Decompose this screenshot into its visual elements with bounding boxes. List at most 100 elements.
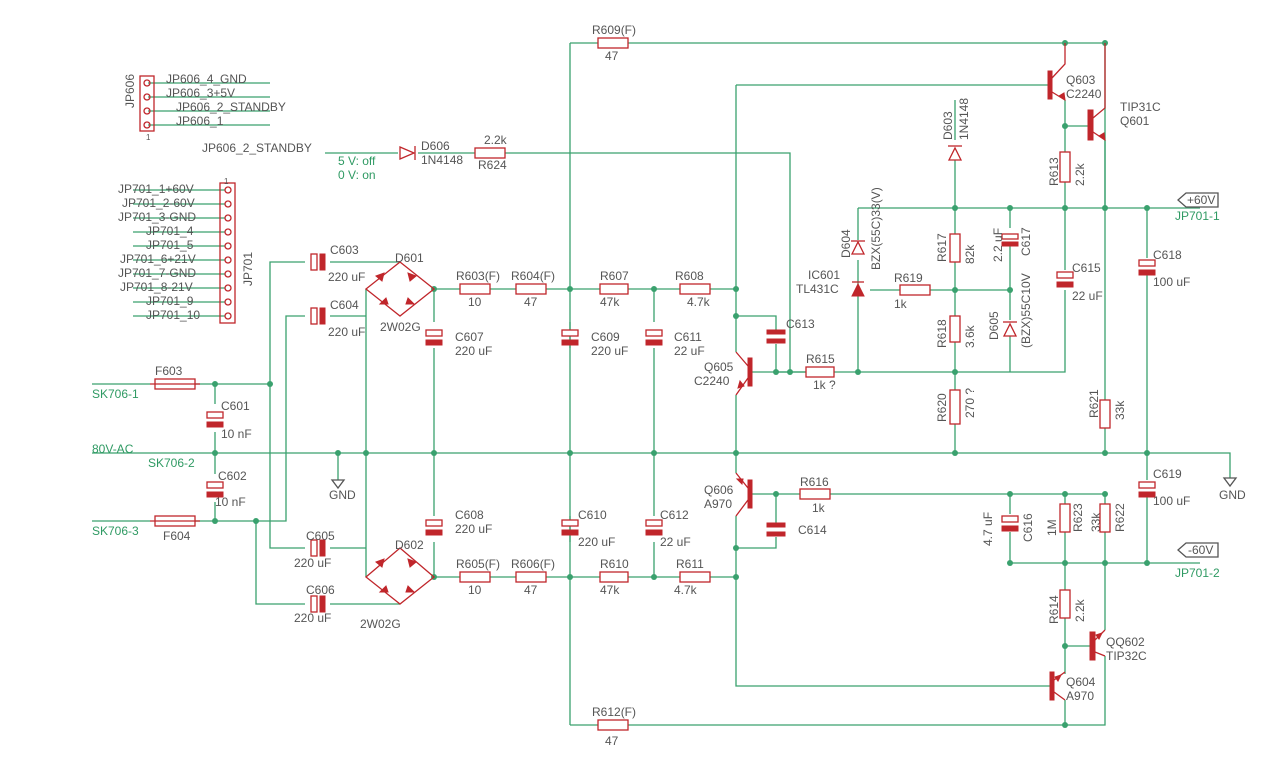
- d603-value: 1N4148: [957, 98, 971, 140]
- r612-ref: R612(F): [592, 705, 636, 719]
- c614-ref: C614: [798, 523, 827, 537]
- c603-ref: C603: [330, 243, 359, 257]
- r623-extra: 1M: [1045, 519, 1059, 536]
- transistor-q606: Q606 A970: [704, 472, 753, 517]
- capacitor-c611: C611 22 uF: [645, 329, 705, 358]
- r619-ref: R619: [894, 271, 923, 285]
- d604-ref: D604: [839, 229, 853, 258]
- sk706-3-label: SK706-3: [92, 524, 139, 538]
- gnd-label-2: GND: [1219, 488, 1246, 502]
- r619-value: 1k: [894, 297, 908, 311]
- resistor-r624: 2.2k R624: [474, 133, 508, 172]
- r617-ref: R617: [935, 233, 949, 262]
- f604-ref: F604: [163, 529, 191, 543]
- resistor-r615: R615 1k ?: [805, 352, 836, 392]
- r608-ref: R608: [675, 269, 704, 283]
- q602-value: TIP32C: [1106, 649, 1147, 663]
- r611-value: 4.7k: [674, 583, 698, 597]
- capacitor-c617: 2.2 uF C617: [991, 227, 1033, 262]
- capacitor-c605: C605 220 uF: [294, 529, 335, 570]
- jp701-pin-7: JP701_7-GND: [118, 266, 196, 280]
- c602-ref: C602: [218, 469, 247, 483]
- transistor-q604: Q604 A970: [1049, 671, 1096, 703]
- r603-ref: R603(F): [456, 269, 500, 283]
- d601-value: 2W02G: [380, 320, 421, 334]
- jp701-pin-8: JP701_8-21V: [120, 280, 193, 294]
- r609-ref: R609(F): [592, 23, 636, 37]
- capacitor-c618: C618 100 uF: [1138, 248, 1190, 289]
- pos-rail-flag: [1177, 192, 1219, 208]
- c609-ref: C609: [591, 330, 620, 344]
- jp606-pin-4: JP606_4_GND: [166, 72, 247, 86]
- r621-ref: R621: [1087, 389, 1101, 418]
- jp701-pin-3: JP701_3-GND: [118, 210, 196, 224]
- q604-value: A970: [1066, 689, 1094, 703]
- d606-value: 1N4148: [421, 153, 463, 167]
- r610-ref: R610: [600, 557, 629, 571]
- c608-ref: C608: [455, 508, 484, 522]
- capacitor-c601: C601 10 nF: [206, 399, 252, 441]
- c611-ref: C611: [674, 330, 702, 344]
- resistor-r618: R618 3.6k: [935, 315, 977, 348]
- jp606-pin-3: JP606_3+5V: [166, 86, 235, 100]
- r613-value: 2.2k: [1073, 162, 1087, 186]
- ac-label: 80V-AC: [92, 442, 134, 456]
- ic601-value: TL431C: [796, 282, 839, 296]
- r613-ref: R613: [1047, 157, 1061, 186]
- resistor-r604: R604(F) 47: [511, 269, 555, 309]
- capacitor-c608: C608 220 uF: [425, 508, 492, 536]
- net-labels: JP606_2_STANDBY 5 V: off 0 V: on SK706-1…: [92, 141, 1246, 580]
- resistor-r609: R609(F) 47: [592, 23, 636, 63]
- d603-ref: D603: [941, 111, 955, 140]
- r620-value: 270 ?: [963, 388, 977, 418]
- resistor-r613: R613 2.2k: [1047, 151, 1087, 186]
- q606-value: A970: [704, 497, 732, 511]
- c610-value: 220 uF: [578, 535, 615, 549]
- c607-value: 220 uF: [455, 344, 492, 358]
- q602-ref: QQ602: [1106, 635, 1145, 649]
- sk706-1-label: SK706-1: [92, 387, 139, 401]
- jp701-pin-5: JP701_5: [146, 238, 194, 252]
- capacitor-c614: C614: [766, 522, 827, 537]
- jp701-pin-4: JP701_4: [146, 224, 194, 238]
- r607-ref: R607: [600, 269, 629, 283]
- d604-value: BZX(55C)33(V): [869, 187, 883, 270]
- capacitor-c612: C612 22 uF: [645, 508, 691, 549]
- jp701-pin-10: JP701_10: [146, 308, 200, 322]
- r620-ref: R620: [935, 393, 949, 422]
- c611-value: 22 uF: [674, 344, 705, 358]
- standby-off-note: 5 V: off: [338, 154, 376, 168]
- d605-value: (BZX)55C10V: [1019, 273, 1033, 348]
- jp606-pin-2: JP606_2_STANDBY: [176, 100, 286, 114]
- r622-ref: R622: [1113, 503, 1127, 532]
- r615-value: 1k ?: [813, 378, 836, 392]
- c607-ref: C607: [455, 330, 484, 344]
- r624-value: 2.2k: [484, 133, 508, 147]
- r604-value: 47: [524, 295, 538, 309]
- jp606-pin-1: JP606_1: [176, 114, 224, 128]
- connector-jp701: JP701 1 JP701_1+60V JP701_2-60V JP701_3-…: [118, 177, 255, 324]
- capacitor-c613: C613: [766, 317, 815, 344]
- r604-ref: R604(F): [511, 269, 555, 283]
- jp701-pin-9: JP701_9: [146, 294, 194, 308]
- c604-ref: C604: [330, 298, 359, 312]
- c606-value: 220 uF: [294, 611, 331, 625]
- capacitor-c616: 4.7 uF C616: [981, 512, 1035, 546]
- diode-d603: D603 1N4148: [941, 98, 971, 161]
- r610-value: 47k: [600, 583, 620, 597]
- c615-ref: C615: [1072, 261, 1101, 275]
- c619-value: 100 uF: [1153, 494, 1190, 508]
- c618-value: 100 uF: [1153, 275, 1190, 289]
- jp606-ref: JP606: [123, 74, 137, 108]
- resistor-r603: R603(F) 10: [456, 269, 500, 309]
- capacitor-c604: C604 220 uF: [310, 298, 365, 339]
- transistor-q602: QQ602 TIP32C: [1089, 629, 1147, 663]
- r616-value: 1k: [812, 501, 826, 515]
- d606-ref: D606: [421, 139, 450, 153]
- resistor-r619: R619 1k: [894, 271, 931, 311]
- jp701-ref: JP701: [241, 252, 255, 286]
- resistor-r622: R622: [1099, 503, 1127, 533]
- wires: [92, 42, 1231, 726]
- q605-value: C2240: [694, 374, 730, 388]
- r614-ref: R614: [1047, 595, 1061, 624]
